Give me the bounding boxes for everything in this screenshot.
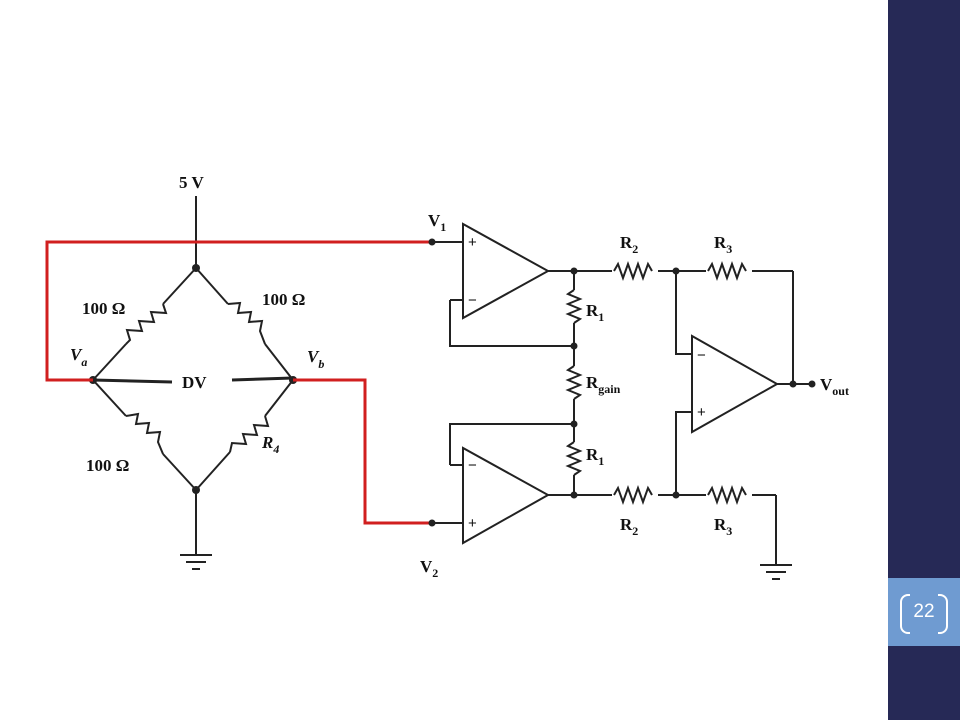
label-v1: V1 <box>428 211 446 234</box>
resistor-r2-bottom <box>613 485 653 505</box>
label-r2-top: R2 <box>620 233 638 256</box>
supply-label: 5 V <box>179 173 204 192</box>
opamp-bottom: − + <box>449 423 574 545</box>
label-r1-bottom: R1 <box>586 445 604 468</box>
ground-icon-bridge <box>180 554 212 570</box>
label-r-bottom-left: 100 Ω <box>86 456 129 475</box>
label-r-top-left: 100 Ω <box>82 299 125 318</box>
node-top <box>192 264 200 272</box>
resistor-r2-top <box>613 261 653 281</box>
label-r3-bottom: R3 <box>714 515 732 538</box>
terminal-vout <box>808 380 816 388</box>
bridge-resistor-top-right <box>195 267 294 381</box>
resistor-r1-bottom <box>565 441 583 476</box>
resistor-r1-top <box>565 289 583 324</box>
label-vout: Vout <box>820 375 849 398</box>
dv-indicator <box>92 376 294 384</box>
label-r1-top: R1 <box>586 301 604 324</box>
label-r-top-right: 100 Ω <box>262 290 305 309</box>
opamp-diff-plus: + <box>697 404 706 421</box>
opamp-difference: − + <box>675 271 780 495</box>
wire-va-to-v1 <box>45 240 432 382</box>
resistor-rgain <box>565 365 583 400</box>
opamp-top-plus: + <box>468 234 477 251</box>
wire-vb-to-v2 <box>293 378 432 525</box>
label-r4: R4 <box>261 433 279 456</box>
resistor-r3-bottom <box>707 485 747 505</box>
opamp-top: + − <box>449 222 574 347</box>
wheatstone-bridge: 5 V 100 Ω 100 Ω 100 Ω R4 <box>70 173 324 570</box>
page-number-box: 22 <box>888 578 960 646</box>
label-v2: V2 <box>420 557 438 580</box>
bracket-left-icon <box>900 594 910 634</box>
label-vb: Vb <box>307 347 324 371</box>
bracket-right-icon <box>938 594 948 634</box>
opamp-top-minus: − <box>468 292 477 309</box>
label-va: Va <box>70 345 87 369</box>
ground-icon-amp <box>760 564 792 580</box>
page-number: 22 <box>913 601 935 622</box>
opamp-bottom-plus: + <box>468 515 477 532</box>
opamp-bottom-minus: − <box>468 457 477 474</box>
opamp-diff-minus: − <box>697 347 706 364</box>
bridge-resistor-bottom-left <box>92 379 197 491</box>
instrumentation-amplifier-diagram: 5 V 100 Ω 100 Ω 100 Ω R4 <box>45 173 849 580</box>
resistor-r3-top <box>707 261 747 281</box>
label-r3-top: R3 <box>714 233 732 256</box>
bridge-resistor-r4 <box>195 379 294 491</box>
label-r2-bottom: R2 <box>620 515 638 538</box>
label-rgain: Rgain <box>586 373 621 396</box>
node-bottom <box>192 486 200 494</box>
bridge-resistor-top-left <box>92 267 197 381</box>
label-dv: DV <box>182 373 207 392</box>
